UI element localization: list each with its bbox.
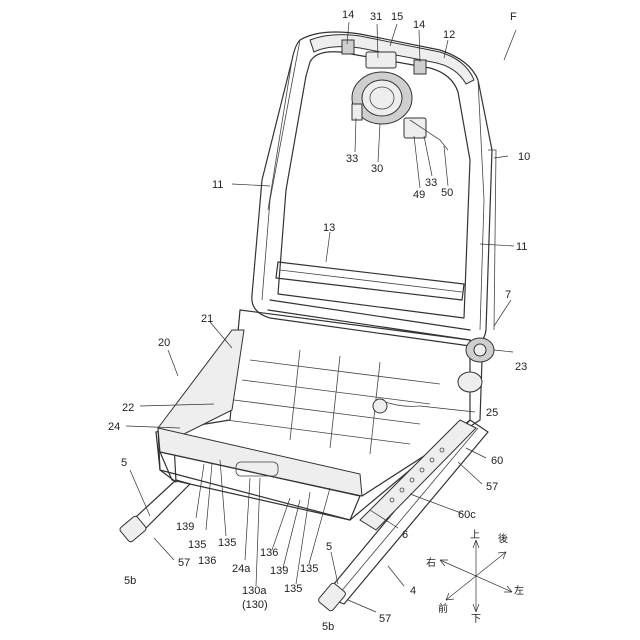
numeral-22: 22 — [122, 402, 134, 414]
numeral-5b-left: 5b — [124, 575, 136, 587]
numeral-60: 60 — [491, 455, 503, 467]
numeral-135-lower: 135 — [284, 583, 302, 595]
numeral-135-left: 135 — [188, 539, 206, 551]
numeral-21: 21 — [201, 313, 213, 325]
numeral-136-left: 136 — [198, 555, 216, 567]
numeral-57-right: 57 — [486, 481, 498, 493]
numeral-14-left: 14 — [342, 9, 354, 21]
dir-down: 下 — [471, 614, 481, 625]
numeral-135-right: 135 — [300, 563, 318, 575]
numeral-20: 20 — [158, 337, 170, 349]
numeral-135-mid: 135 — [218, 537, 236, 549]
numeral-6: 6 — [402, 529, 408, 541]
numeral-7: 7 — [505, 289, 511, 301]
reference-labels: F 14 31 15 14 12 33 30 33 49 50 10 11 11… — [108, 9, 530, 633]
numeral-33-left: 33 — [346, 153, 358, 165]
numeral-136-right: 136 — [260, 547, 278, 559]
dir-left: 左 — [514, 584, 524, 597]
numeral-11-left: 11 — [212, 179, 223, 191]
dir-front: 前 — [438, 602, 448, 615]
numeral-139-left: 139 — [176, 521, 194, 533]
dir-right: 右 — [426, 556, 436, 569]
numeral-139-right: 139 — [270, 565, 288, 577]
seat-cushion-frame — [156, 310, 494, 520]
figure-label: F — [510, 11, 517, 23]
numeral-5-right: 5 — [326, 541, 332, 553]
numeral-15: 15 — [391, 11, 403, 23]
numeral-33-right: 33 — [425, 177, 437, 189]
direction-indicator — [440, 540, 512, 612]
numeral-24: 24 — [108, 421, 120, 433]
numeral-23: 23 — [515, 361, 527, 373]
numeral-31: 31 — [370, 11, 382, 23]
numeral-25: 25 — [486, 407, 498, 419]
numeral-5-left: 5 — [121, 457, 127, 469]
numeral-57-bottom: 57 — [379, 613, 391, 625]
numeral-130a: 130a — [242, 585, 267, 597]
numeral-14-right: 14 — [413, 19, 425, 31]
numeral-49: 49 — [413, 189, 425, 201]
numeral-30: 30 — [371, 163, 383, 175]
dir-up: 上 — [470, 529, 480, 541]
numeral-50: 50 — [441, 187, 453, 199]
dir-rear: 後 — [498, 532, 508, 545]
numeral-130: (130) — [242, 599, 268, 611]
numeral-4: 4 — [410, 585, 416, 597]
numeral-13: 13 — [323, 222, 335, 234]
numeral-12: 12 — [443, 29, 455, 41]
numeral-24a: 24a — [232, 563, 251, 575]
numeral-60c: 60c — [458, 509, 476, 521]
numeral-11-right: 11 — [516, 241, 527, 253]
numeral-57-left: 57 — [178, 557, 190, 569]
numeral-10: 10 — [518, 151, 530, 163]
numeral-5b-right: 5b — [322, 621, 334, 633]
